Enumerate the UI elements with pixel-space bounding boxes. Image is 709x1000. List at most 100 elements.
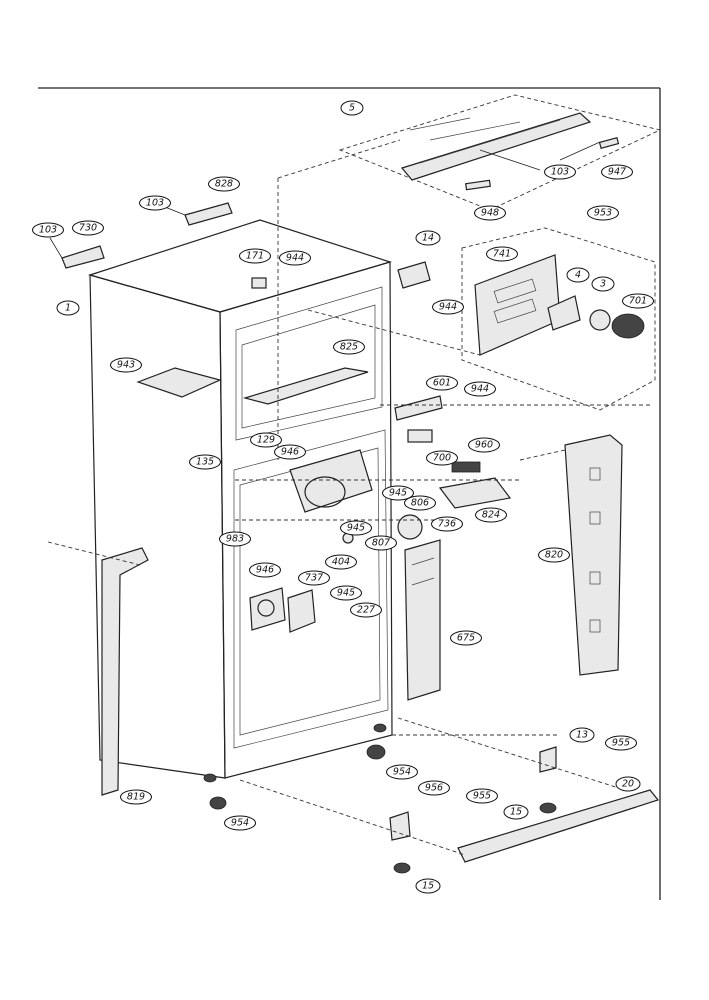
control-panel-assembly	[461, 227, 656, 411]
callout-label: 820	[545, 550, 563, 561]
callout-828: 828	[208, 176, 240, 192]
callout-oval	[219, 531, 251, 547]
callout-oval	[615, 776, 641, 792]
callout-oval	[404, 495, 436, 511]
callout-oval	[208, 176, 240, 192]
callout-label: 948	[481, 208, 499, 219]
callout-171: 171	[239, 248, 271, 264]
callout-227: 227	[350, 602, 382, 618]
callout-label: 945	[389, 488, 407, 499]
callout-946-a: 946	[274, 444, 306, 460]
callout-label: 807	[372, 538, 390, 549]
callout-oval	[56, 300, 80, 316]
callout-oval	[450, 630, 482, 646]
callout-103-top: 103	[544, 164, 576, 180]
callout-601: 601	[426, 375, 458, 391]
callout-948: 948	[474, 205, 506, 221]
callout-label: 944	[286, 253, 304, 264]
callout-oval	[569, 727, 595, 743]
callout-oval	[249, 562, 281, 578]
callout-label: 15	[510, 807, 522, 818]
callout-label: 825	[340, 342, 358, 353]
callout-955-b: 955	[466, 788, 498, 804]
callout-label: 103	[39, 225, 57, 236]
callout-label: 1	[65, 303, 71, 314]
callout-label: 741	[493, 249, 511, 260]
callout-label: 944	[471, 384, 489, 395]
callout-701: 701	[622, 293, 654, 309]
callout-oval	[120, 789, 152, 805]
callout-945-b: 945	[340, 520, 372, 536]
callout-736: 736	[431, 516, 463, 532]
callout-oval	[544, 164, 576, 180]
callout-label: 983	[226, 534, 244, 545]
callout-oval	[475, 507, 507, 523]
callout-404: 404	[325, 554, 357, 570]
callout-label: 129	[257, 435, 275, 446]
callout-oval	[333, 339, 365, 355]
callout-label: 960	[475, 440, 493, 451]
callout-3: 3	[591, 276, 615, 292]
callout-label: 103	[146, 198, 164, 209]
side-trim-820	[564, 434, 623, 676]
callout-oval	[350, 602, 382, 618]
callout-oval	[279, 250, 311, 266]
top-trim-assembly	[338, 94, 662, 211]
callout-label: 601	[433, 378, 451, 389]
callout-4: 4	[566, 267, 590, 283]
side-trim-819	[47, 541, 149, 796]
callout-oval	[474, 205, 506, 221]
callout-oval	[591, 276, 615, 292]
callout-13: 13	[569, 727, 595, 743]
callout-label: 701	[629, 296, 647, 307]
callout-954-b: 954	[224, 815, 256, 831]
callout-label: 946	[256, 565, 274, 576]
callout-946-b: 946	[249, 562, 281, 578]
callout-label: 806	[411, 498, 429, 509]
callout-oval	[274, 444, 306, 460]
callout-960: 960	[468, 437, 500, 453]
callout-129: 129	[250, 432, 282, 448]
callout-oval	[468, 437, 500, 453]
callout-741: 741	[486, 246, 518, 262]
callout-oval	[415, 878, 441, 894]
callout-label: 15	[422, 881, 434, 892]
callout-14: 14	[415, 230, 441, 246]
callout-label: 5	[349, 103, 355, 114]
callout-944-c: 944	[464, 381, 496, 397]
callout-5: 5	[340, 100, 364, 116]
callout-label: 946	[281, 447, 299, 458]
callout-label: 943	[117, 360, 135, 371]
callout-oval	[503, 804, 529, 820]
callout-label: 675	[457, 633, 475, 644]
callout-103-left: 103	[32, 222, 64, 238]
callout-oval	[365, 535, 397, 551]
callout-820: 820	[538, 547, 570, 563]
callout-135: 135	[189, 454, 221, 470]
callout-label: 955	[473, 791, 491, 802]
callout-955-a: 955	[605, 735, 637, 751]
callout-824: 824	[475, 507, 507, 523]
callout-983: 983	[219, 531, 251, 547]
callout-oval	[426, 450, 458, 466]
callout-label: 945	[347, 523, 365, 534]
callout-954-a: 954	[386, 764, 418, 780]
callout-oval	[431, 516, 463, 532]
callout-label: 736	[438, 519, 456, 530]
callout-oval	[325, 554, 357, 570]
callout-15-a: 15	[503, 804, 529, 820]
callout-label: 20	[622, 779, 634, 790]
callout-oval	[330, 585, 362, 601]
callout-oval	[538, 547, 570, 563]
callout-label: 700	[433, 453, 451, 464]
callout-label: 819	[127, 792, 145, 803]
refrigerator-cabinet	[87, 219, 393, 783]
callout-oval	[224, 815, 256, 831]
callout-label: 824	[482, 510, 500, 521]
callout-oval	[110, 357, 142, 373]
base-grille-assembly	[209, 717, 660, 874]
callout-label: 828	[215, 179, 233, 190]
callout-103-hinge: 103	[139, 195, 171, 211]
